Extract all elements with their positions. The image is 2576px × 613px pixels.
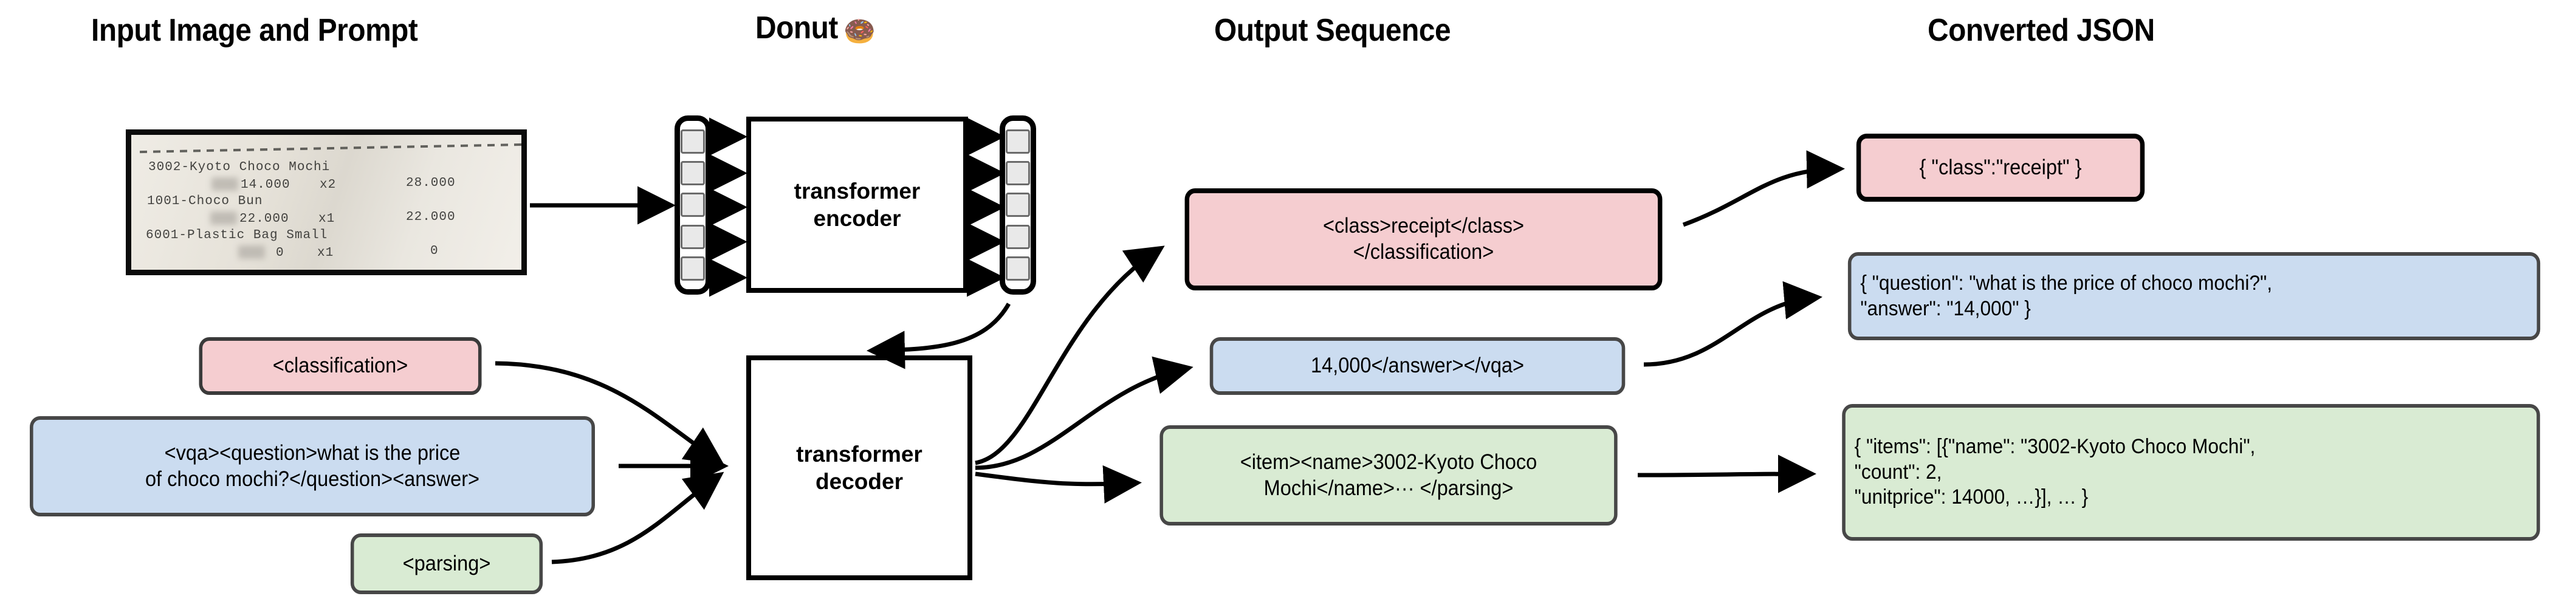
token-cell [681,224,705,249]
receipt-line-price-2: 22.000 [239,212,289,226]
receipt-redaction-2 [210,211,237,225]
arrow-encoder-output-to-decoder [867,303,1011,369]
receipt-line-price-3: 0 [276,246,284,260]
receipt-line-qty-1: x2 [320,178,337,192]
arrow-output-to-json-vqa [1643,281,1822,367]
header-converted-json: Converted JSON [1928,13,2155,48]
arrow-output-to-json-parsing [1637,454,1816,493]
json-vqa-card[interactable]: { "question": "what is the price of choc… [1847,252,2541,340]
token-cell [681,161,705,186]
header-donut-label: Donut [755,10,838,46]
prompt-classification-card[interactable]: <classification> [199,337,482,395]
receipt-line-total-1: 28.000 [406,176,456,190]
receipt-line-total-3: 0 [430,244,439,258]
receipt-redaction-1 [211,177,238,191]
json-classification-card[interactable]: { "class":"receipt" } [1856,134,2145,202]
receipt-redaction-3 [238,245,265,259]
output-classification-card[interactable]: <class>receipt</class> </classification> [1184,188,1663,290]
token-cell [681,129,705,154]
token-cell [681,256,705,281]
prompt-parsing-card[interactable]: <parsing> [350,533,543,594]
token-cell [1006,224,1030,249]
receipt-line-price-1: 14.000 [241,178,290,192]
json-parsing-card[interactable]: { "items": [{"name": "3002-Kyoto Choco M… [1842,404,2540,541]
header-input-image-and-prompt: Input Image and Prompt [91,13,418,48]
transformer-encoder-block: transformer encoder [746,117,968,293]
receipt-image: 3002-Kyoto Choco Mochi 14.000 x2 28.000 … [126,129,527,275]
receipt-line-total-2: 22.000 [406,210,456,224]
receipt-line-item-name-3: 6001-Plastic Bag Small [146,228,328,242]
receipt-line-qty-3: x1 [317,246,334,260]
encoder-output-token-strip [1000,115,1036,295]
transformer-decoder-block: transformer decoder [746,355,972,580]
token-cell [1006,256,1030,281]
token-cell [1006,161,1030,186]
output-vqa-card[interactable]: 14,000</answer></vqa> [1209,337,1626,395]
encoder-input-token-strip [675,115,711,295]
arrow-output-to-json-classification [1682,150,1845,227]
token-cell [1006,129,1030,154]
header-output-sequence: Output Sequence [1214,13,1451,48]
token-cell [681,193,705,217]
prompt-vqa-card[interactable]: <vqa><question>what is the price of choc… [30,416,595,516]
token-cell [1006,193,1030,217]
donut-icon: 🍩 [843,15,876,47]
receipt-paper [131,135,521,270]
receipt-line-item-name-1: 3002-Kyoto Choco Mochi [148,160,331,174]
arrow-decoder-to-output-parsing [975,465,1142,504]
receipt-line-item-name-2: 1001-Choco Bun [147,194,263,208]
arrow-decoder-to-output-vqa [975,356,1194,470]
header-donut: Donut🍩 [755,10,876,48]
output-parsing-card[interactable]: <item><name>3002-Kyoto Choco Mochi</name… [1159,425,1618,526]
receipt-line-qty-2: x1 [318,212,335,226]
